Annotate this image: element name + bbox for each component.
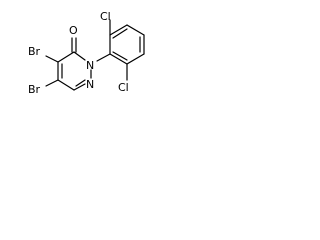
atom-chlorine-top: Cl (100, 10, 111, 23)
bond-ph-2-double (112, 28, 128, 39)
bond-c5-c6 (57, 79, 75, 91)
bond-ph-6 (109, 53, 128, 65)
bond-ph-2 (109, 24, 128, 36)
bond-ph-5 (126, 53, 145, 65)
atom-chlorine-bottom: Cl (118, 81, 129, 94)
bond-n2-c3 (73, 51, 86, 61)
atom-bromine-bottom: Br (28, 83, 41, 96)
bond-ph-6-double (112, 51, 128, 61)
atom-oxygen: O (69, 24, 78, 37)
bond-c3-c4 (57, 51, 75, 63)
atom-bromine-top: Br (28, 45, 41, 58)
bond-c5-br (45, 79, 59, 87)
bond-ph-3 (126, 24, 145, 36)
atom-nitrogen-1: N (86, 78, 94, 91)
bond-c4-br (45, 55, 59, 63)
bond-c6-n1-double (75, 79, 86, 87)
atom-nitrogen-2: N (86, 59, 94, 72)
molecule-structure: O N N Br Br Cl Cl (28, 10, 145, 96)
bond-n2-phenyl (96, 53, 111, 62)
bond-c6-n1 (73, 83, 86, 91)
